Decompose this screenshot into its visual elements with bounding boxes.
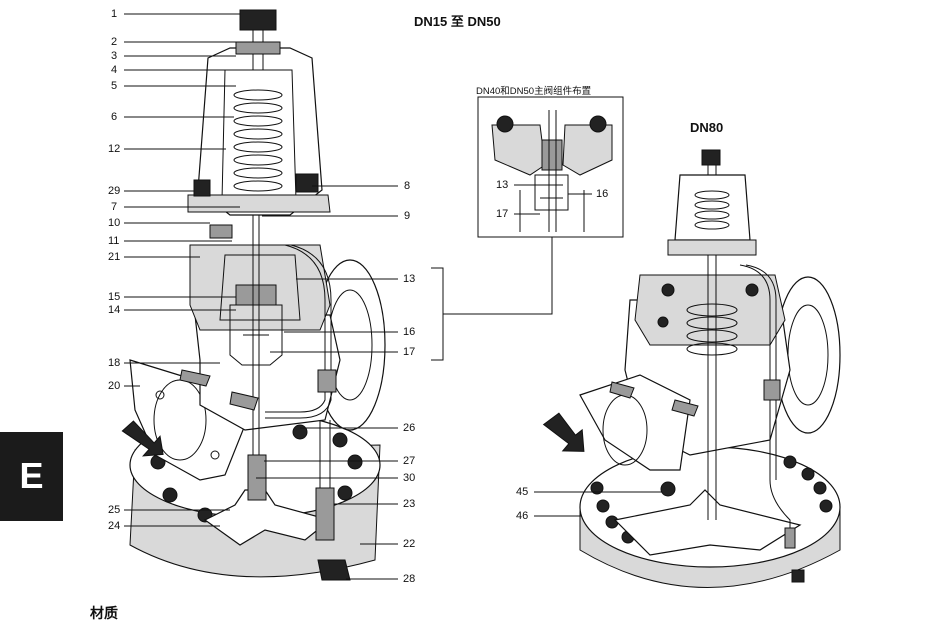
callout-15: 15 <box>108 291 121 303</box>
callout-7: 7 <box>111 201 118 213</box>
callout-5: 5 <box>111 80 118 92</box>
leader-lines <box>124 13 662 580</box>
inset-detail <box>477 96 624 238</box>
callout-16: 16 <box>403 326 416 338</box>
inset-callout-16: 16 <box>596 188 609 200</box>
callout-12: 12 <box>108 143 121 155</box>
section-tab-letter: E <box>19 455 44 496</box>
callout-24: 24 <box>108 520 121 532</box>
callout-22: 22 <box>403 538 416 550</box>
section-tab: E <box>0 432 63 521</box>
title-dn15-dn50: DN15 至 DN50 <box>414 14 501 29</box>
callout-1: 1 <box>111 8 118 20</box>
callout-14: 14 <box>108 304 121 316</box>
callout-17: 17 <box>403 346 416 358</box>
callout-23: 23 <box>403 498 416 510</box>
callout-9: 9 <box>404 210 411 222</box>
callout-8: 8 <box>404 180 411 192</box>
callout-29: 29 <box>108 185 121 197</box>
callout-13: 13 <box>403 273 416 285</box>
callout-4: 4 <box>111 64 118 76</box>
valve-dn80 <box>542 149 841 588</box>
callout-2: 2 <box>111 36 118 48</box>
inset-leader <box>443 237 553 315</box>
callout-3: 3 <box>111 50 118 62</box>
materials-heading: 材质 <box>90 605 118 621</box>
valve-dn15-dn50 <box>121 9 386 581</box>
callout-21: 21 <box>108 251 121 263</box>
callout-27: 27 <box>403 455 416 467</box>
callout-45: 45 <box>516 486 529 498</box>
inset-callout-13: 13 <box>496 179 509 191</box>
callout-25: 25 <box>108 504 121 516</box>
inset-title: DN40和DN50主阀组件布置 <box>476 86 592 97</box>
callout-20: 20 <box>108 380 121 392</box>
callout-46: 46 <box>516 510 529 522</box>
title-dn80: DN80 <box>690 120 724 135</box>
callout-11: 11 <box>108 235 120 247</box>
callout-30: 30 <box>403 472 416 484</box>
callout-18: 18 <box>108 357 121 369</box>
inset-callout-17: 17 <box>496 208 509 220</box>
callout-26: 26 <box>403 422 416 434</box>
callout-10: 10 <box>108 217 121 229</box>
bracket-13-17 <box>431 267 444 361</box>
callout-6: 6 <box>111 111 118 123</box>
callout-28: 28 <box>403 573 416 585</box>
